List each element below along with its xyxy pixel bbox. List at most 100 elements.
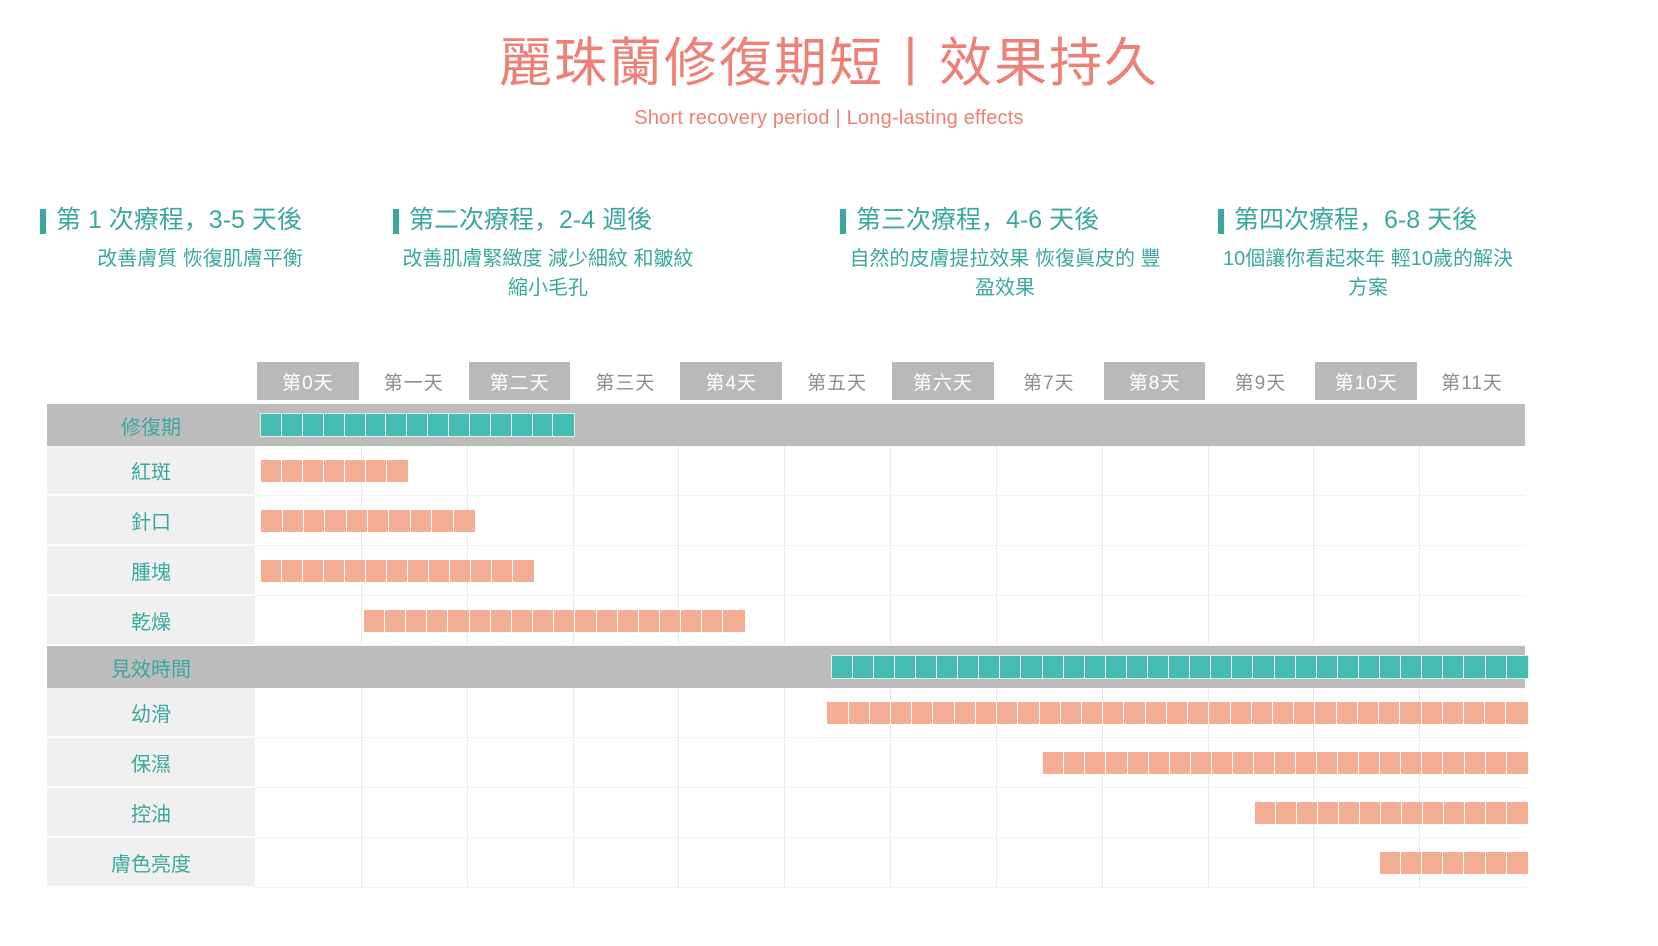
bar-segment [1042,656,1064,678]
treatment-stage-2: 第二次療程，2-4 週後 改善肌膚緊緻度 減少細紋 和皺紋 縮小毛孔 [393,205,703,302]
day-header-10[interactable]: 第10天 [1315,362,1418,400]
bar-segment [1296,801,1318,824]
bar-segment [1084,656,1106,678]
bar-segment [1169,656,1191,678]
gantt-bar-腫塊[interactable] [261,559,535,582]
timeline-row: 修復期 [47,404,1525,446]
bar-segment [1105,656,1127,678]
bar-segment [302,414,324,436]
bar-segment [471,559,493,582]
bar-segment [827,701,849,724]
bar-segment [575,609,597,632]
bar-segment [366,459,388,482]
bar-segment [325,509,347,532]
bar-segment [1021,656,1043,678]
day-header-label: 第六天 [912,372,973,394]
bar-segment [511,609,534,632]
bar-segment [660,609,682,632]
day-header-11[interactable]: 第11天 [1421,362,1523,400]
day-header-label: 第9天 [1234,372,1287,394]
bar-segment [553,414,575,436]
bar-segment [1043,751,1065,774]
day-header-label: 第二天 [489,372,550,394]
page-header: 麗珠蘭修復期短丨效果持久 Short recovery period | Lon… [0,0,1658,130]
stage-4-heading-row: 第四次療程，6-8 天後 [1218,205,1518,236]
timeline-row: 針口 [47,496,1525,546]
bar-segment [1082,701,1104,724]
gantt-bar-膚色亮度[interactable] [1379,851,1528,874]
gantt-bar-紅斑[interactable] [261,459,409,482]
day-header-5[interactable]: 第五天 [786,362,888,400]
bar-segment [1064,751,1086,774]
bar-segment [324,459,346,482]
gantt-bar-修復期[interactable] [260,413,576,437]
bar-segment [344,414,366,436]
day-header-6[interactable]: 第六天 [892,362,994,400]
bar-segment [1018,701,1040,724]
bar-segment [282,459,304,482]
day-header-label: 第五天 [807,372,868,394]
bar-segment [387,459,409,482]
bar-segment [1294,701,1316,724]
bar-segment [1317,751,1339,774]
day-header-7[interactable]: 第7天 [998,362,1100,400]
bar-segment [638,609,661,632]
gantt-bar-控油[interactable] [1254,801,1528,824]
bar-segment [1296,751,1318,774]
bar-segment [1443,801,1465,824]
accent-bar-icon [840,209,846,235]
bar-segment [869,701,892,724]
bar-segment [852,656,874,678]
row-track [255,738,1528,788]
bar-segment [1211,751,1233,774]
day-header-8[interactable]: 第8天 [1103,362,1206,400]
bar-segment [469,609,491,632]
bar-segment [1039,701,1061,724]
bar-segment [702,609,724,632]
timeline-row: 膚色亮度 [47,838,1528,888]
bar-segment [532,414,554,436]
row-track [255,546,1525,596]
day-header-3[interactable]: 第三天 [575,362,677,400]
bar-segment [1103,701,1125,724]
stage-4-detail: 10個讓你看起來年 輕10歲的解決方案 [1222,248,1514,299]
bar-segment [1063,656,1085,678]
bar-segment [1148,656,1170,678]
day-header-1[interactable]: 第一天 [363,362,465,400]
day-header-2[interactable]: 第二天 [468,362,571,400]
bar-segment [1232,751,1254,774]
bar-segment [1124,701,1146,724]
gantt-bar-見效時間[interactable] [830,655,1529,679]
bar-segment [1506,851,1528,874]
day-header-label: 第4天 [705,372,758,394]
bar-segment [1442,701,1464,724]
bar-segment [1422,656,1444,678]
gantt-bar-幼滑[interactable] [827,701,1528,724]
row-track [255,788,1528,838]
row-track [255,688,1528,738]
bar-segment [723,609,745,632]
bar-segment [831,656,853,678]
day-header-4[interactable]: 第4天 [680,362,783,400]
day-header-9[interactable]: 第9天 [1210,362,1312,400]
bar-segment [1274,751,1297,774]
row-label-8: 控油 [47,788,255,838]
bar-segment [389,509,411,532]
bar-segment [282,509,304,532]
stage-1-detail: 改善膚質 恢復肌膚平衡 [97,248,303,271]
accent-bar-icon [1218,209,1224,235]
day-header-label: 第一天 [383,372,444,394]
bar-segment [954,701,976,724]
row-label-0: 修復期 [47,404,255,446]
gantt-bar-乾燥[interactable] [363,609,745,632]
gantt-bar-保濕[interactable] [1043,751,1528,774]
timeline-row: 保濕 [47,738,1528,788]
gantt-bar-針口[interactable] [261,509,475,532]
bar-segment [1401,751,1423,774]
bar-segment [453,509,475,532]
bar-segment [958,656,980,678]
day-header-0[interactable]: 第0天 [257,362,359,400]
bar-segment [303,459,325,482]
bar-segment [1315,701,1337,724]
stage-1-heading: 第 1 次療程，3-5 天後 [56,206,302,234]
